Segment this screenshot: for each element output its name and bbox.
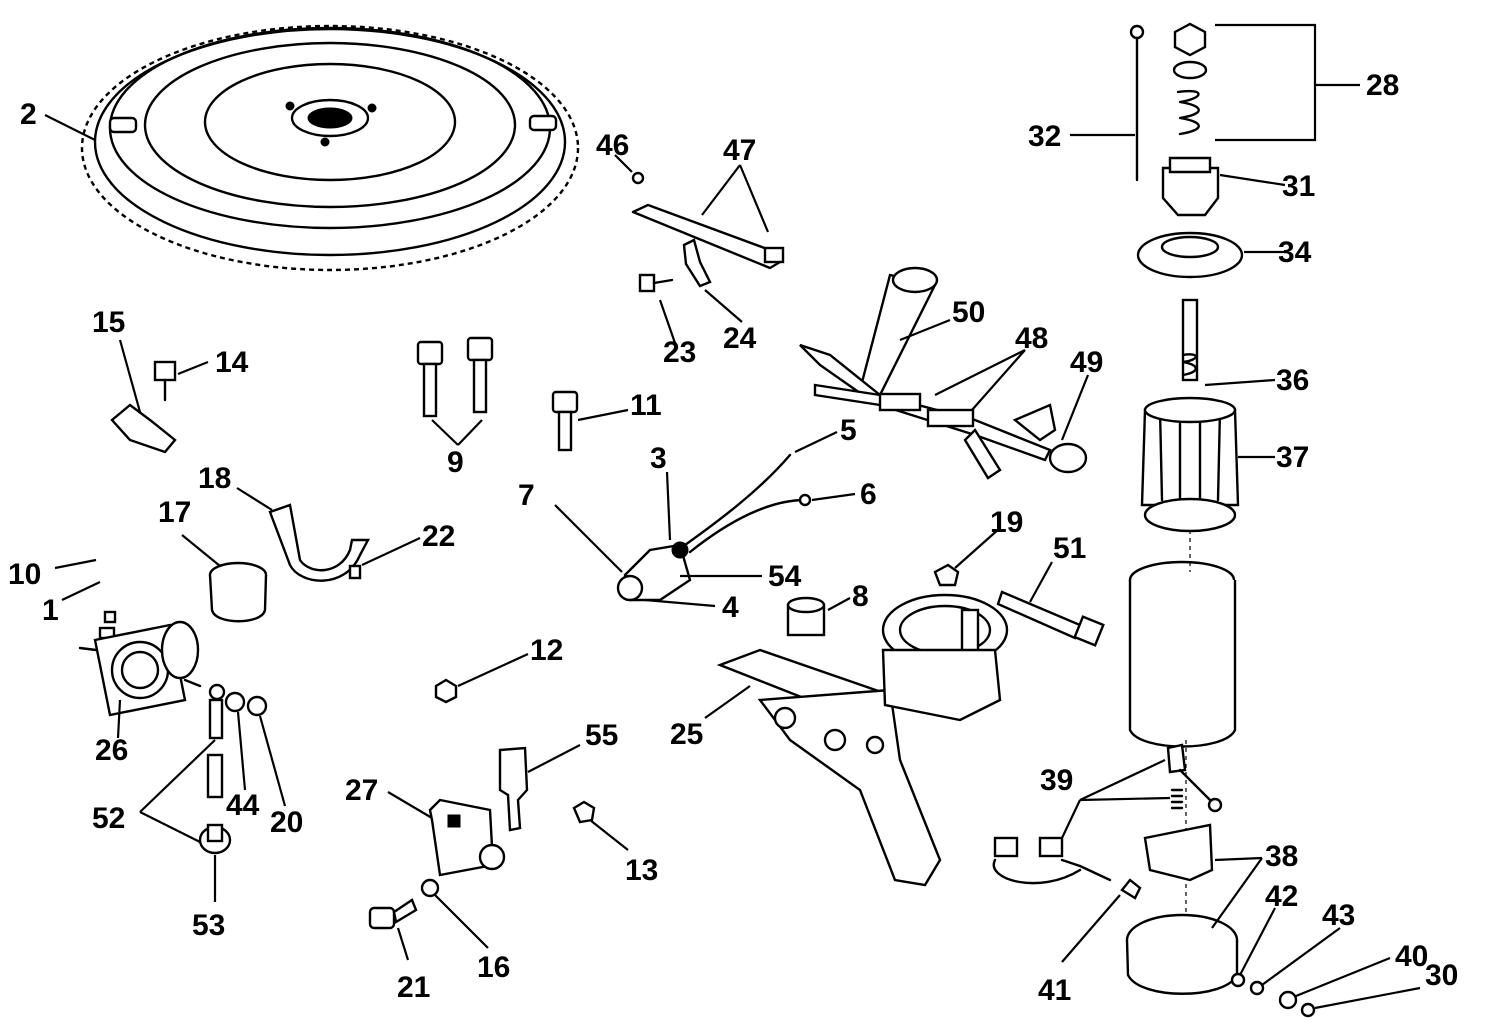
callout-52: 52 [92, 802, 125, 835]
harness-47 [631, 171, 785, 270]
cable-50-48-49 [799, 266, 1088, 480]
callout-38: 38 [1265, 840, 1298, 873]
callout-8: 8 [852, 580, 869, 613]
callout-10: 10 [8, 558, 41, 591]
callout-36: 36 [1276, 364, 1309, 397]
callout-27: 27 [345, 774, 378, 807]
callout-43: 43 [1322, 899, 1355, 932]
callout-42: 42 [1265, 880, 1298, 913]
solenoid-26 [78, 610, 202, 717]
bracket-28 [1215, 23, 1360, 142]
callout-44: 44 [226, 789, 260, 822]
collar-18 [268, 503, 370, 582]
callout-2: 2 [20, 98, 37, 131]
callout-14: 14 [215, 346, 249, 379]
callout-3: 3 [650, 442, 667, 475]
callout-13: 13 [625, 854, 658, 887]
callout-30: 30 [1425, 959, 1458, 992]
bolts-9 [416, 336, 494, 418]
callouts: 2 46 47 15 14 23 24 50 48 49 9 11 5 3 6 … [8, 69, 1458, 1007]
callout-39: 39 [1040, 764, 1073, 797]
cable-52 [198, 683, 268, 855]
clip-24 [638, 238, 712, 293]
callout-5: 5 [840, 414, 857, 447]
callout-34: 34 [1278, 236, 1312, 269]
bolt-11 [551, 390, 579, 452]
leader-lines [44, 114, 1421, 1010]
flywheel [80, 24, 580, 272]
starter-motor [992, 22, 1316, 1018]
callout-32: 32 [1028, 120, 1061, 153]
callout-47: 47 [723, 134, 756, 167]
bolt-51 [996, 590, 1105, 647]
callout-23: 23 [663, 336, 696, 369]
callout-21: 21 [397, 971, 430, 1004]
callout-22: 22 [422, 520, 455, 553]
callout-18: 18 [198, 462, 231, 495]
callout-54: 54 [768, 560, 802, 593]
clamp-15 [110, 360, 177, 454]
callout-25: 25 [670, 718, 703, 751]
callout-24: 24 [723, 322, 757, 355]
callout-7: 7 [518, 479, 535, 512]
callout-37: 37 [1276, 441, 1309, 474]
callout-15: 15 [92, 306, 125, 339]
callout-1: 1 [42, 594, 59, 627]
callout-49: 49 [1070, 346, 1103, 379]
callout-46: 46 [596, 129, 629, 162]
callout-9: 9 [447, 446, 464, 479]
callout-53: 53 [192, 909, 225, 942]
nut-12 [434, 678, 458, 704]
callout-19: 19 [990, 506, 1023, 539]
callout-48: 48 [1015, 322, 1048, 355]
callout-4: 4 [722, 591, 739, 624]
callout-6: 6 [860, 478, 877, 511]
callout-40: 40 [1395, 940, 1428, 973]
callout-28: 28 [1366, 69, 1399, 102]
callout-31: 31 [1282, 170, 1315, 203]
bracket-25 [716, 593, 1009, 887]
rectifier-27 [368, 746, 596, 930]
callout-11: 11 [630, 389, 662, 422]
callout-51: 51 [1053, 532, 1086, 565]
callout-50: 50 [952, 296, 985, 329]
callout-16: 16 [477, 951, 510, 984]
sleeve-17 [208, 561, 268, 623]
spacer-8 [786, 563, 960, 637]
callout-26: 26 [95, 734, 128, 767]
callout-12: 12 [530, 634, 563, 667]
callout-41: 41 [1038, 974, 1071, 1007]
switch-assembly [616, 453, 812, 602]
callout-17: 17 [158, 496, 191, 529]
callout-55: 55 [585, 719, 618, 752]
callout-20: 20 [270, 806, 303, 839]
